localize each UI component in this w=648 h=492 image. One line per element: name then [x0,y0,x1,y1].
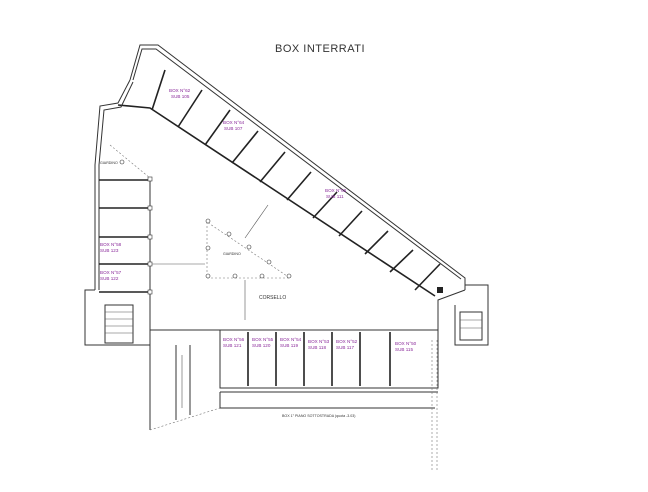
box-sub: SUB 111 [326,194,344,199]
box-sub: SUB 121 [223,343,242,348]
bottom-box-row [150,289,466,393]
box-label: BOX N°62 [169,88,191,93]
box-labels: BOX N°62 SUB 105 BOX N°64 SUB 107 BOX N°… [100,88,417,352]
garden-label: GIARDINO [100,161,118,165]
box-label: BOX N°53 [308,339,330,344]
box-label: BOX N°52 [336,339,358,344]
box-sub: SUB 120 [252,343,271,348]
box-label: BOX N°56 [223,337,245,342]
box-sub: SUB 123 [100,248,119,253]
box-label: BOX N°50 [395,341,417,346]
box-sub: SUB 119 [280,343,298,348]
right-stair [437,284,489,346]
corsello-label: CORSELLO [259,295,286,301]
garden-triangle [109,144,292,320]
box-sub: SUB 122 [100,276,119,281]
box-sub: SUB 105 [171,94,190,99]
box-label: BOX N°68 [325,188,347,193]
box-label: BOX N°57 [100,270,122,275]
box-sub: SUB 118 [308,345,326,350]
box-label: BOX N°64 [223,120,245,125]
box-label: BOX N°58 [100,242,122,247]
ramp-lower-level [149,340,438,470]
box-sub: SUB 107 [224,126,243,131]
diagonal-box-strip [94,44,466,297]
box-label: BOX N°55 [252,337,274,342]
left-stair [84,289,151,346]
plan-title: BOX INTERRATI [275,43,365,55]
lower-level-label: BOX 1° PIANO SOTTOSTRADA (quota -3.03) [282,414,355,418]
box-label: BOX N°54 [280,337,302,342]
left-box-column [94,165,205,300]
garden-label: GIARDINO [223,252,241,256]
box-sub: SUB 117 [336,345,354,350]
box-sub: SUB 115 [395,347,413,352]
